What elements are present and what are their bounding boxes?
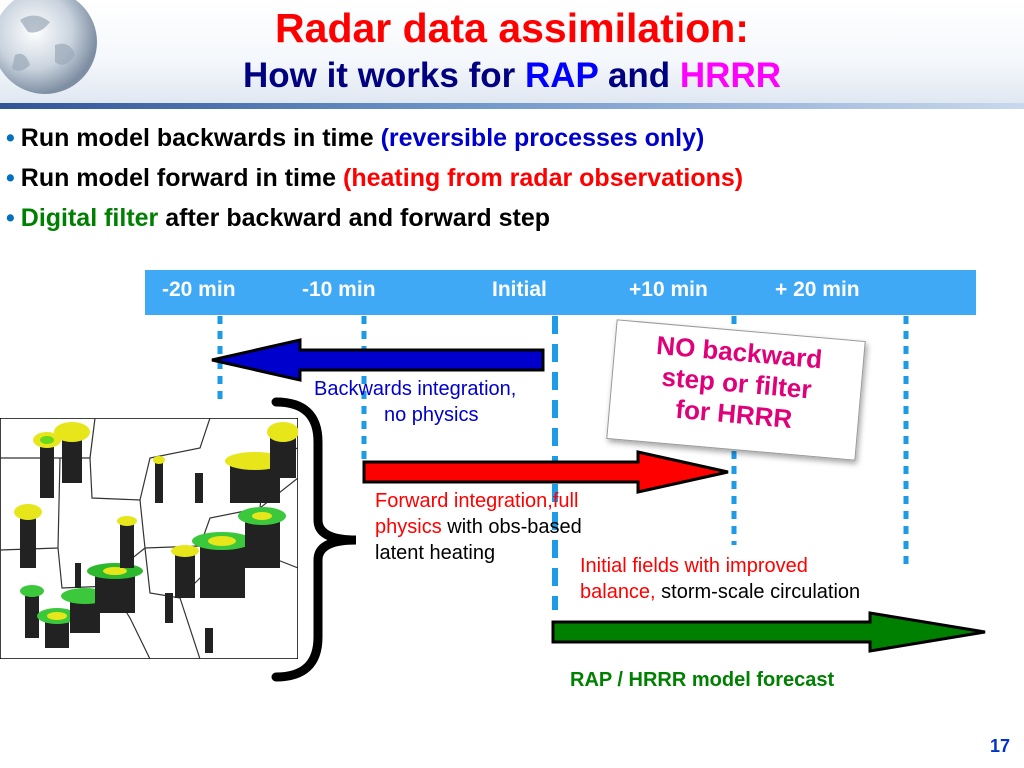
- initial-fields-note: Initial fields with improved balance, st…: [580, 553, 860, 605]
- slide-title-line2: How it works for RAP and HRRR: [0, 56, 1024, 96]
- forecast-label: RAP / HRRR model forecast: [570, 669, 835, 691]
- title-hrrr: HRRR: [679, 56, 782, 95]
- slide-title-line1: Radar data assimilation:: [275, 5, 749, 51]
- tick-initial: Initial: [492, 278, 547, 301]
- bullet-dot-icon: •: [6, 124, 15, 152]
- tick-plus-10: +10 min: [629, 278, 708, 301]
- no-backward-stamp: NO backward step or filter for HRRR: [606, 319, 866, 461]
- slide-header: Radar data assimilation: How it works fo…: [0, 0, 1024, 104]
- backward-note-line1: Backwards integration,: [314, 378, 517, 400]
- tick-plus-20: + 20 min: [775, 278, 860, 301]
- bullet-item: •Digital filter after backward and forwa…: [6, 198, 1021, 238]
- curly-brace: [271, 397, 357, 682]
- title-rap: RAP: [524, 56, 599, 95]
- tick-minus-10: -10 min: [302, 278, 376, 301]
- forward-note-line3: latent heating: [375, 542, 496, 564]
- bullet-text: Run model forward in time: [20, 164, 344, 192]
- header-divider: [0, 103, 1024, 109]
- backward-note-line2: no physics: [384, 404, 479, 426]
- bullet-dot-icon: •: [6, 204, 15, 232]
- forward-note: Forward integration,full physics with ob…: [375, 488, 582, 566]
- bullet-highlight: Digital filter: [20, 204, 159, 232]
- backward-arrow: [211, 338, 545, 382]
- globe-icon: [0, 0, 97, 94]
- page-number: 17: [989, 736, 1010, 756]
- timeline-bar: -20 min -10 min Initial +10 min + 20 min: [145, 270, 976, 315]
- title-prefix: How it works for: [242, 56, 525, 95]
- radar-map-image: [0, 418, 298, 659]
- forward-note-line1: Forward integration,full: [375, 490, 579, 512]
- tick-minus-20: -20 min: [162, 278, 236, 301]
- bullet-dot-icon: •: [6, 164, 15, 192]
- forecast-arrow: [551, 611, 986, 653]
- initial-note-circulation: storm-scale circulation: [655, 581, 861, 603]
- bullet-text: after backward and forward step: [158, 204, 551, 232]
- radar-echo-cluster: [14, 422, 298, 653]
- bullet-highlight: (reversible processes only): [380, 124, 705, 152]
- bullet-highlight: (heating from radar observations): [343, 164, 744, 192]
- forward-arrow: [362, 450, 729, 494]
- backward-note: Backwards integration, no physics: [314, 376, 516, 428]
- initial-note-line1: Initial fields with improved: [580, 555, 808, 577]
- bullet-text: Run model backwards in time: [20, 124, 381, 152]
- forward-note-obs: with obs-based: [441, 516, 582, 538]
- bullet-item: •Run model forward in time (heating from…: [6, 158, 1021, 198]
- bullet-item: •Run model backwards in time (reversible…: [6, 118, 1021, 158]
- forward-note-physics: physics: [375, 516, 442, 538]
- bullet-list: •Run model backwards in time (reversible…: [6, 118, 1021, 238]
- initial-note-balance: balance,: [580, 581, 656, 603]
- title-and: and: [598, 56, 680, 95]
